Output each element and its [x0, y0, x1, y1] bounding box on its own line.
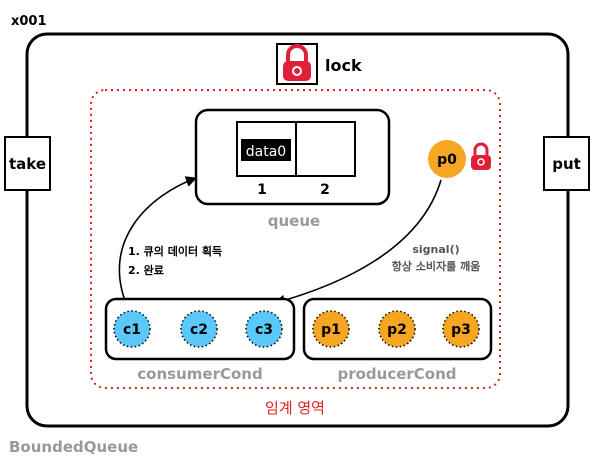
queue-slot-1-data-bg [241, 139, 291, 161]
critical-section-label: 임계 영역 [265, 399, 325, 417]
bounded-queue-box [25, 32, 570, 428]
consumer-acquire-arrow [118, 176, 198, 307]
producer-thread-p2 [378, 310, 416, 348]
producer-thread-p0 [428, 140, 466, 178]
consumer-thread-c2-label: c2 [190, 322, 208, 338]
take-method-box[interactable] [4, 136, 51, 191]
signal-note-line2: 항상 소비자를 깨움 [392, 259, 481, 273]
bounded-queue-label: BoundedQueue [9, 438, 138, 456]
producer-thread-p1 [312, 310, 350, 348]
consumer-thread-c1-label: c1 [123, 322, 141, 338]
consumer-thread-c1 [113, 310, 151, 348]
producer-thread-p1-label: p1 [321, 322, 341, 338]
consumer-cond-label: consumerCond [137, 365, 262, 383]
put-method-label: put [552, 155, 581, 173]
producer-cond-label: producerCond [337, 365, 456, 383]
signal-note-line1: signal() [412, 243, 459, 256]
producer-thread-p2-label: p2 [387, 322, 407, 338]
consumer-thread-c2 [180, 310, 218, 348]
signal-arrow [273, 179, 442, 306]
producer-thread-p3 [442, 310, 480, 348]
consumer-note-line1: 1. 큐의 데이터 획득 [128, 244, 222, 258]
p0-lock-icon [471, 142, 491, 170]
queue-slot-1-index: 1 [257, 182, 267, 198]
lock-icon [283, 44, 311, 81]
lock-label: lock [325, 56, 362, 75]
consumer-note-line2: 2. 완료 [128, 264, 164, 277]
producer-thread-p0-label: p0 [437, 152, 457, 168]
queue-slot-2-index: 2 [320, 182, 330, 198]
consumer-thread-c3-label: c3 [255, 322, 273, 338]
take-method-label: take [9, 155, 46, 173]
consumer-thread-c3 [245, 310, 283, 348]
object-id-label: x001 [11, 14, 47, 29]
put-method-box[interactable] [543, 136, 590, 191]
queue-slot-1-value: data0 [246, 144, 286, 160]
producer-thread-p3-label: p3 [451, 322, 471, 338]
queue-slot-2 [295, 121, 356, 177]
queue-label: queue [268, 212, 320, 230]
